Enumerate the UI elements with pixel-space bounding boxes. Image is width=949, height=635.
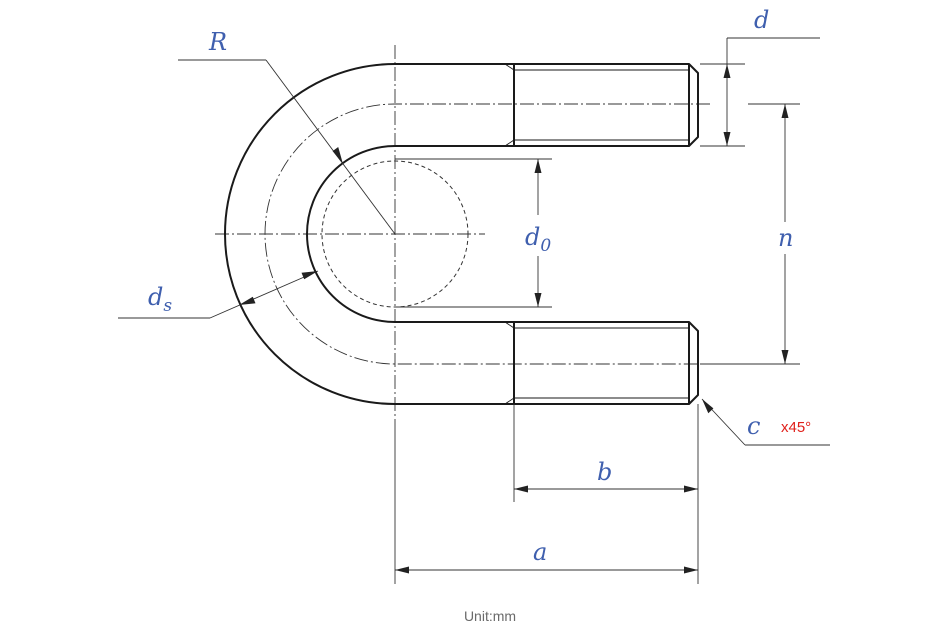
- label-ds-main: d: [148, 283, 163, 311]
- label-ds: ds: [148, 283, 172, 316]
- label-R: R: [208, 28, 227, 56]
- label-n: n: [778, 224, 793, 252]
- dimension-R: [178, 59, 396, 235]
- label-b: b: [597, 458, 612, 486]
- thread-root-lines: [504, 63, 690, 405]
- label-d0-main: d: [525, 223, 540, 251]
- label-ds-sub: s: [163, 296, 172, 316]
- dimension-d: [700, 37, 820, 147]
- dimension-b: [513, 404, 699, 502]
- unit-caption: Unit:mm: [464, 608, 516, 624]
- dimension-d0: [395, 158, 552, 308]
- label-d: d: [754, 6, 769, 34]
- dimension-ds: [118, 270, 319, 319]
- center-lines: [215, 45, 710, 420]
- label-d0-sub: 0: [540, 236, 551, 256]
- labels: R d d0 n ds c x45° b a: [148, 6, 811, 566]
- u-bolt-outline: [224, 63, 699, 405]
- dimension-n: [700, 103, 800, 365]
- label-chamfer-angle: x45°: [781, 419, 811, 436]
- dimension-chamfer: [701, 398, 830, 446]
- label-c: c: [747, 412, 760, 440]
- label-a: a: [533, 538, 547, 566]
- dimension-a: [394, 420, 699, 584]
- label-d0: d0: [525, 223, 551, 256]
